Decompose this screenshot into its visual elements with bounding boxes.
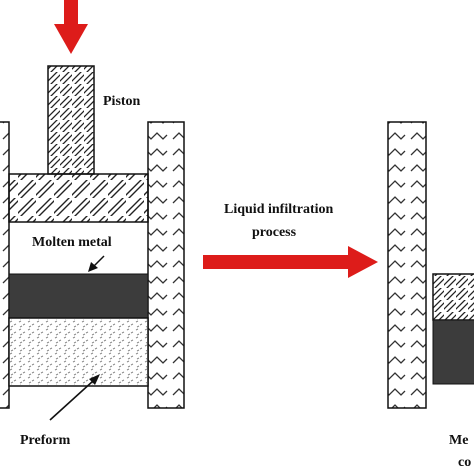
piston-rod (47, 65, 95, 175)
right-arrow-icon (203, 246, 378, 278)
process-label-line2: process (252, 225, 297, 240)
piston-label: Piston (103, 94, 141, 109)
right-piston-head (432, 273, 474, 321)
molten-metal-label: Molten metal (32, 235, 112, 250)
preform-texture (10, 319, 147, 385)
molten-metal-layer (8, 273, 149, 319)
preform-label: Preform (20, 433, 71, 448)
molten-metal-pointer (88, 255, 105, 272)
right-label-line2: co (458, 455, 471, 470)
piston-head (8, 173, 149, 223)
right-label-line1: Me (449, 433, 468, 448)
left-container-left-wall (0, 121, 10, 409)
preform-pointer (49, 374, 100, 421)
right-container-left-wall (387, 121, 427, 409)
down-arrow-icon (54, 0, 88, 54)
right-composite-block (432, 319, 474, 385)
process-label-line1: Liquid infiltration (224, 202, 334, 217)
left-container-right-wall (147, 121, 185, 409)
